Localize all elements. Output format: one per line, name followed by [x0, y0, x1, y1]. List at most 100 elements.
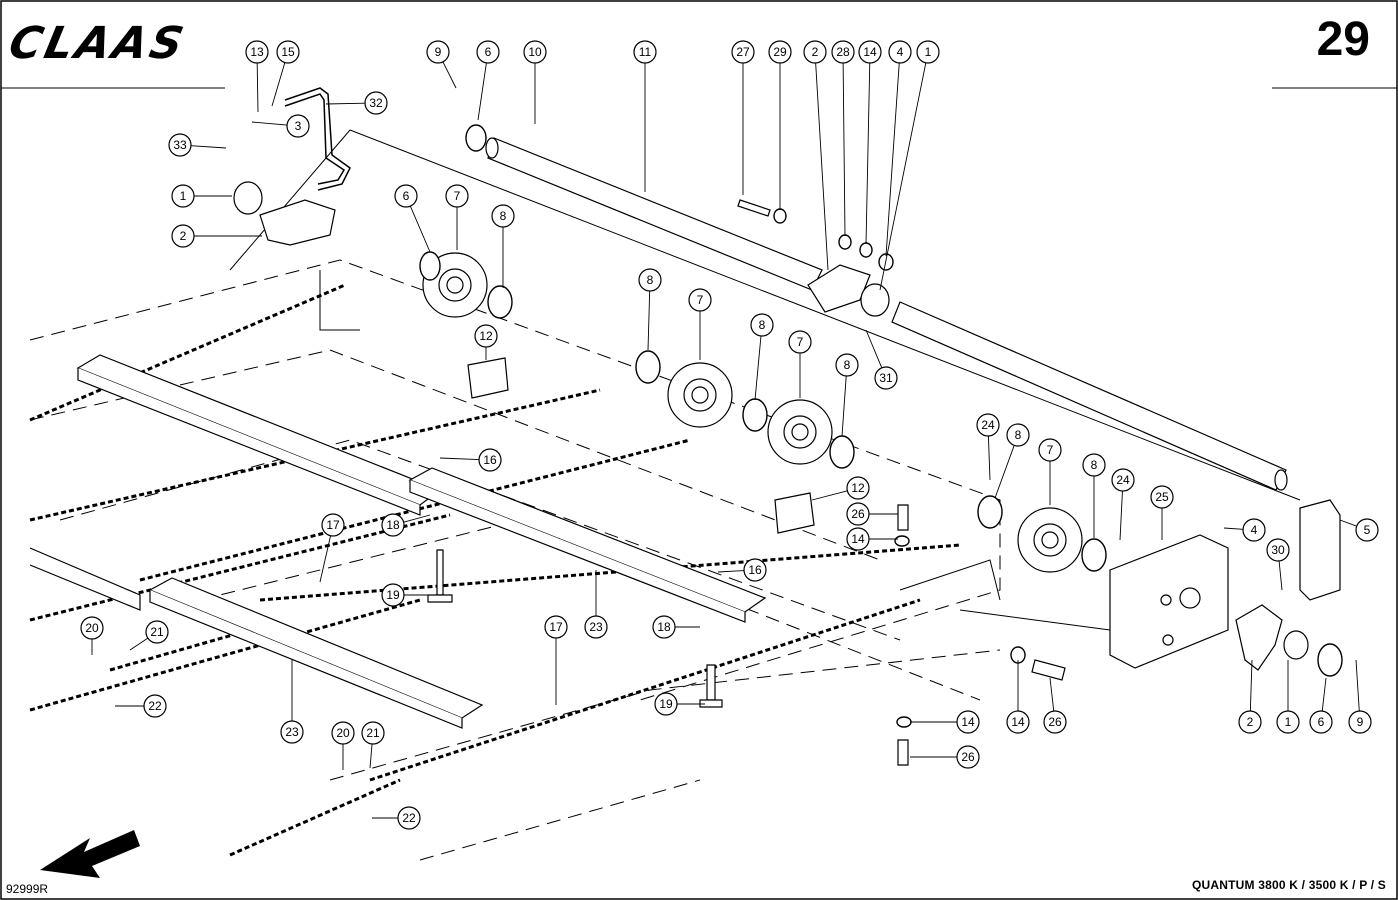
- leader-line-c26b: [1049, 677, 1055, 712]
- callout-label: 3: [295, 119, 302, 133]
- callout-label: 6: [1318, 715, 1325, 729]
- callout-label: 26: [1048, 715, 1062, 729]
- callout-c7d: 7: [1038, 438, 1062, 462]
- callout-label: 2: [180, 229, 187, 243]
- callout-label: 8: [759, 318, 766, 332]
- callout-c12b: 12: [846, 476, 870, 500]
- leader-line-c28: [842, 62, 846, 237]
- callout-label: 32: [369, 96, 383, 110]
- callout-label: 11: [639, 45, 652, 59]
- callout-circle: [145, 620, 169, 644]
- callout-c23b: 23: [280, 720, 304, 744]
- leader-line-c8c: [754, 335, 762, 401]
- leader-line-c21b: [369, 743, 373, 769]
- callout-c19a: 19: [381, 583, 405, 607]
- callout-c8a: 8: [491, 204, 515, 228]
- callout-c1a: 1: [171, 184, 195, 208]
- callout-label: 24: [981, 418, 995, 432]
- callout-circle: [688, 288, 712, 312]
- callout-label: 2: [1247, 715, 1254, 729]
- callout-circle: [835, 353, 859, 377]
- callout-circle: [1082, 453, 1106, 477]
- callout-label: 26: [961, 750, 975, 764]
- callout-label: 8: [1091, 458, 1098, 472]
- callout-label: 15: [281, 45, 295, 59]
- callout-circle: [1006, 423, 1030, 447]
- page-number: 29: [1316, 13, 1370, 66]
- callout-label: 8: [500, 209, 507, 223]
- callout-label: 7: [697, 293, 704, 307]
- callout-circle: [426, 40, 450, 64]
- bearing-rings: [419, 124, 1343, 728]
- callout-label: 6: [485, 45, 492, 59]
- drawing-code: 92999R: [6, 882, 49, 896]
- leader-line-c17a: [319, 535, 331, 583]
- callout-circle: [523, 40, 547, 64]
- callout-c25: 25: [1150, 485, 1174, 509]
- callout-c9b: 9: [1348, 710, 1372, 734]
- callout-circle: [280, 720, 304, 744]
- direction-arrow-icon: [40, 830, 140, 878]
- frame-outline: [29, 259, 1001, 861]
- guide-blocks: [467, 357, 815, 534]
- callout-circle: [476, 40, 500, 64]
- callout-label: 14: [961, 715, 975, 729]
- callout-c16a: 16: [478, 448, 502, 472]
- callout-c16b: 16: [743, 558, 767, 582]
- callout-c6c: 6: [1309, 710, 1333, 734]
- callout-c8d: 8: [835, 353, 859, 377]
- callout-circle: [1355, 518, 1379, 542]
- callout-label: 23: [285, 725, 299, 739]
- callout-circle: [168, 133, 192, 157]
- callout-c4a: 4: [888, 40, 912, 64]
- callout-circle: [1276, 710, 1300, 734]
- callout-label: 8: [1015, 428, 1022, 442]
- callout-circle: [397, 806, 421, 830]
- callout-label: 21: [366, 726, 380, 740]
- callout-c8e: 8: [1006, 423, 1030, 447]
- callout-c33: 33: [168, 133, 192, 157]
- callout-c1b: 1: [916, 40, 940, 64]
- callout-circle: [1038, 438, 1062, 462]
- callout-circle: [171, 224, 195, 248]
- leader-line-c8e: [994, 445, 1015, 499]
- callout-c11: 11: [633, 40, 657, 64]
- callout-c10: 10: [523, 40, 547, 64]
- callout-c21b: 21: [361, 721, 385, 745]
- callout-c17a: 17: [321, 513, 345, 537]
- callout-c30: 30: [1266, 538, 1290, 562]
- callout-circle: [1348, 710, 1372, 734]
- callout-circle: [768, 40, 792, 64]
- callout-circle: [803, 40, 827, 64]
- callout-label: 9: [1357, 715, 1364, 729]
- callout-c8b: 8: [638, 268, 662, 292]
- leader-line-c30: [1278, 560, 1283, 591]
- callout-label: 17: [549, 620, 563, 634]
- callout-circle: [361, 721, 385, 745]
- callout-circle: [1043, 710, 1067, 734]
- leader-line-c33: [190, 145, 227, 149]
- leader-line-c2c: [1249, 659, 1253, 712]
- callout-circle: [478, 448, 502, 472]
- callout-c8c: 8: [750, 313, 774, 337]
- callout-circle: [171, 184, 195, 208]
- callout-label: 4: [897, 45, 904, 59]
- leader-line-c31: [865, 329, 883, 369]
- callout-c8f: 8: [1082, 453, 1106, 477]
- callout-label: 13: [250, 45, 264, 59]
- callout-label: 12: [851, 481, 865, 495]
- leader-line-c32: [325, 102, 366, 105]
- callout-c2c: 2: [1238, 710, 1262, 734]
- callout-circle: [731, 40, 755, 64]
- callout-circle: [1309, 710, 1333, 734]
- callout-c22a: 22: [143, 694, 167, 718]
- callout-c27: 27: [731, 40, 755, 64]
- leader-line-c15: [271, 62, 286, 107]
- callout-circle: [846, 527, 870, 551]
- callout-label: 1: [1285, 715, 1292, 729]
- frame-outline-solid: [229, 129, 1301, 631]
- callout-c9a: 9: [426, 40, 450, 64]
- leader-line-c24a: [987, 435, 991, 481]
- callout-c23a: 23: [584, 615, 608, 639]
